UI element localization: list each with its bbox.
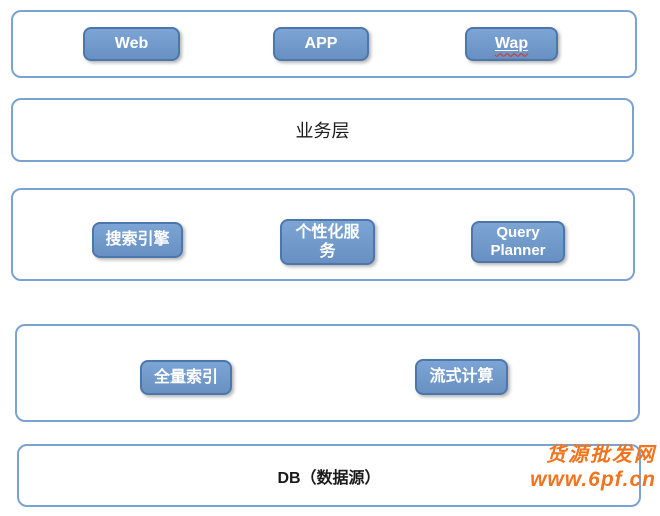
node-personalized-service: 个性化服务 [280, 219, 375, 265]
node-web-label: Web [114, 35, 149, 53]
node-web: Web [83, 27, 180, 61]
node-stream-computing-label: 流式计算 [429, 368, 494, 386]
node-query-planner: Query Planner [471, 221, 565, 263]
watermark-site-name: 货源批发网 [546, 444, 656, 466]
node-app-label: APP [304, 35, 338, 53]
node-full-index: 全量索引 [140, 360, 232, 395]
index-compute-layer-container [15, 324, 640, 422]
data-layer-title-text: DB（数据源） [277, 469, 381, 487]
node-search-engine: 搜索引擎 [92, 222, 183, 258]
node-stream-computing: 流式计算 [415, 359, 508, 395]
business-layer-title-text: 业务层 [295, 121, 350, 141]
watermark: 货源批发网 www.6pf.cn [530, 443, 656, 493]
business-layer-container [11, 98, 634, 162]
business-layer-title: 业务层 [11, 98, 634, 162]
node-personalized-service-label: 个性化服务 [295, 223, 360, 260]
node-wap: Wap [465, 27, 558, 61]
node-wap-misspell-underline: Wap [495, 34, 528, 53]
node-wap-label: Wap [494, 35, 529, 53]
node-query-planner-label: Query Planner [490, 224, 546, 259]
watermark-url: www.6pf.cn [530, 468, 656, 492]
data-layer-container [17, 444, 641, 507]
data-layer-title: DB（数据源） [17, 444, 641, 507]
node-full-index-label: 全量索引 [153, 368, 218, 386]
node-search-engine-label: 搜索引擎 [105, 231, 170, 249]
node-app: APP [273, 27, 369, 61]
